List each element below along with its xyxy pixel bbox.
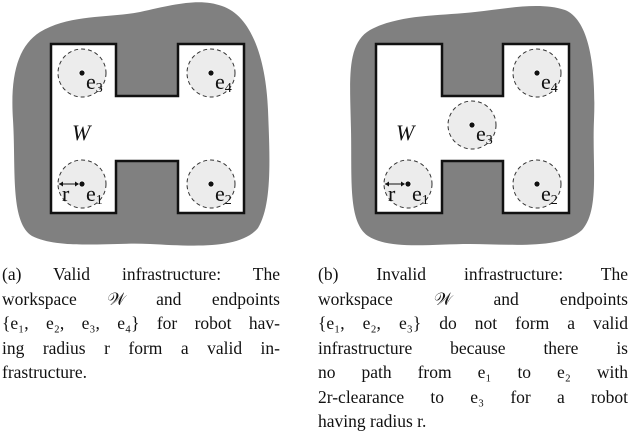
caption-line: (b) Invalid infrastructure: The xyxy=(318,264,628,284)
caption-line: {e₁, e₂, e₃, e₄} for robot hav- xyxy=(2,313,280,333)
workspace-label: W xyxy=(396,120,416,145)
workspace-label: W xyxy=(72,120,92,145)
figure-b-invalid-infrastructure: W e3 e4 r e1 e2 xyxy=(310,0,628,250)
caption-a: (a) Valid infrastructure: The workspace … xyxy=(2,262,280,385)
caption-line: no path from e₁ to e₂ with xyxy=(318,362,628,382)
caption-line: having radius r. xyxy=(318,411,427,431)
endpoint-e1: r e1 xyxy=(57,159,107,209)
caption-line: frastructure. xyxy=(2,362,88,382)
caption-line: workspace 𝒲 and endpoints xyxy=(318,288,628,309)
figure-a-valid-infrastructure: W e3 e4 r e1 e2 xyxy=(0,0,310,250)
caption-b: (b) Invalid infrastructure: The workspac… xyxy=(318,262,628,434)
caption-line: infrastructure because there is xyxy=(318,337,628,358)
endpoint-e3: e3 xyxy=(57,48,107,98)
endpoint-e4: e4 xyxy=(186,48,236,98)
figure-b-diagram: W e3 e4 r e1 e2 xyxy=(350,6,595,246)
endpoint-e4: e4 xyxy=(512,48,562,98)
caption-line: (a) Valid infrastructure: The xyxy=(2,264,280,284)
caption-line: 2r-clearance to e₃ for a robot xyxy=(318,386,628,407)
caption-line: ing radius r form a valid in- xyxy=(2,337,280,358)
radius-label: r xyxy=(388,181,396,206)
endpoint-e2: e2 xyxy=(512,159,562,209)
figure-a-diagram: W e3 e4 r e1 e2 xyxy=(12,2,270,246)
caption-line: {e₁, e₂, e₃} do not form a valid xyxy=(318,313,628,333)
endpoint-e3: e3 xyxy=(447,100,497,150)
radius-label: r xyxy=(62,181,70,206)
endpoint-e1: r e1 xyxy=(383,159,433,209)
endpoint-e2: e2 xyxy=(186,159,236,209)
caption-line: workspace 𝒲 and endpoints xyxy=(2,288,280,309)
